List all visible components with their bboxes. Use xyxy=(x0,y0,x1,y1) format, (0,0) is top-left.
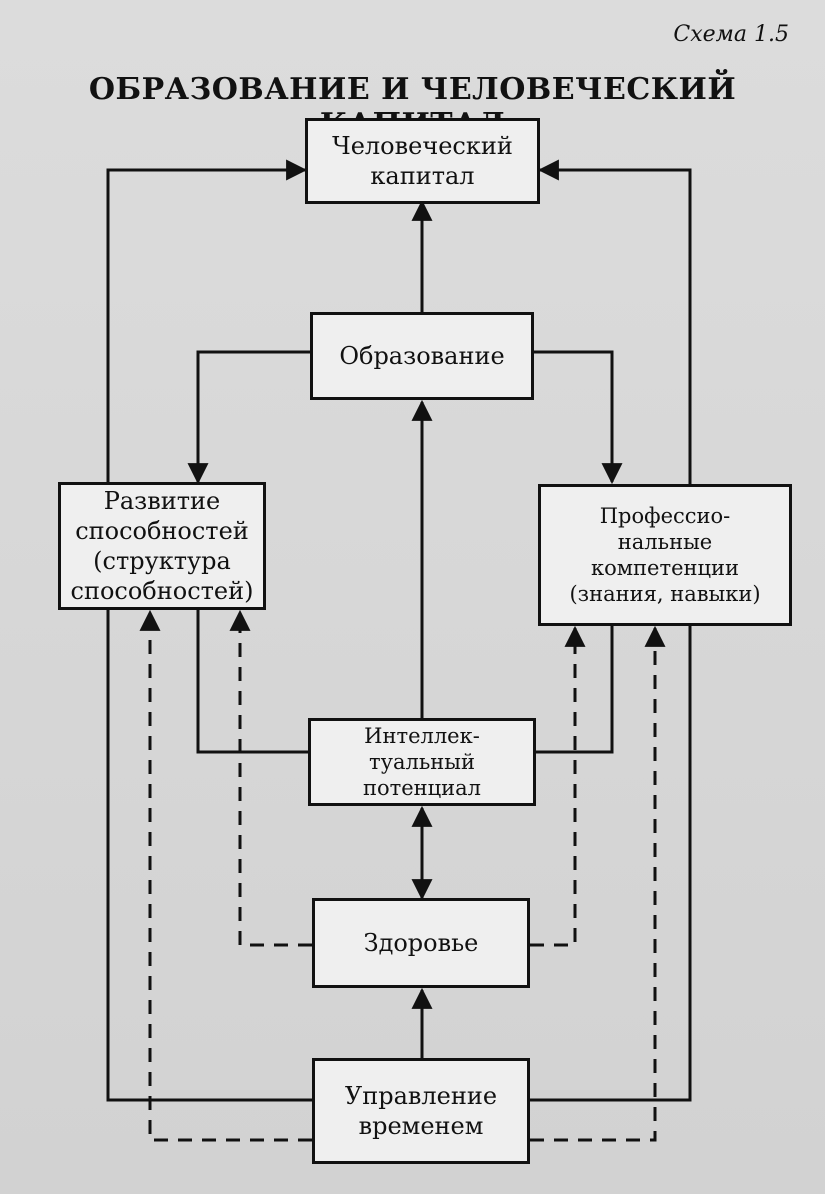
node-health-label: Здоровье xyxy=(363,929,479,957)
node-intellectual-label: Интеллек- туальный потенциал xyxy=(362,723,482,801)
node-time-management: Управление временем xyxy=(312,1058,530,1164)
node-abilities-label: Развитие способностей (структура способн… xyxy=(70,487,254,605)
node-competencies-label: Профессио- нальные компетенции (знания, … xyxy=(569,503,761,607)
edge-time-abilities-dashed xyxy=(139,609,312,1142)
node-abilities: Развитие способностей (структура способн… xyxy=(58,482,266,610)
node-human-capital: Человеческий капитал xyxy=(305,118,540,204)
node-education: Образование xyxy=(310,312,534,400)
edge-time-capital-right xyxy=(530,625,692,1102)
edge-health-competencies-dashed xyxy=(530,625,586,947)
edge-competencies-intellectual xyxy=(536,608,614,754)
edge-time-capital-left xyxy=(106,600,312,1102)
edge-health-abilities-dashed xyxy=(229,609,312,947)
edge-competencies-capital xyxy=(537,159,692,485)
node-education-label: Образование xyxy=(339,342,505,370)
edge-education-abilities xyxy=(187,350,310,485)
scheme-label: Схема 1.5 xyxy=(673,22,789,47)
edge-education-competencies xyxy=(534,350,623,485)
node-human-capital-label: Человеческий капитал xyxy=(332,132,513,190)
node-competencies: Профессио- нальные компетенции (знания, … xyxy=(538,484,792,626)
node-time-management-label: Управление временем xyxy=(344,1082,498,1140)
node-health: Здоровье xyxy=(312,898,530,988)
edge-time-competencies-dashed xyxy=(530,625,666,1142)
node-intellectual: Интеллек- туальный потенциал xyxy=(308,718,536,806)
edge-abilities-intellectual xyxy=(196,608,308,754)
edge-abilities-capital xyxy=(106,159,308,485)
